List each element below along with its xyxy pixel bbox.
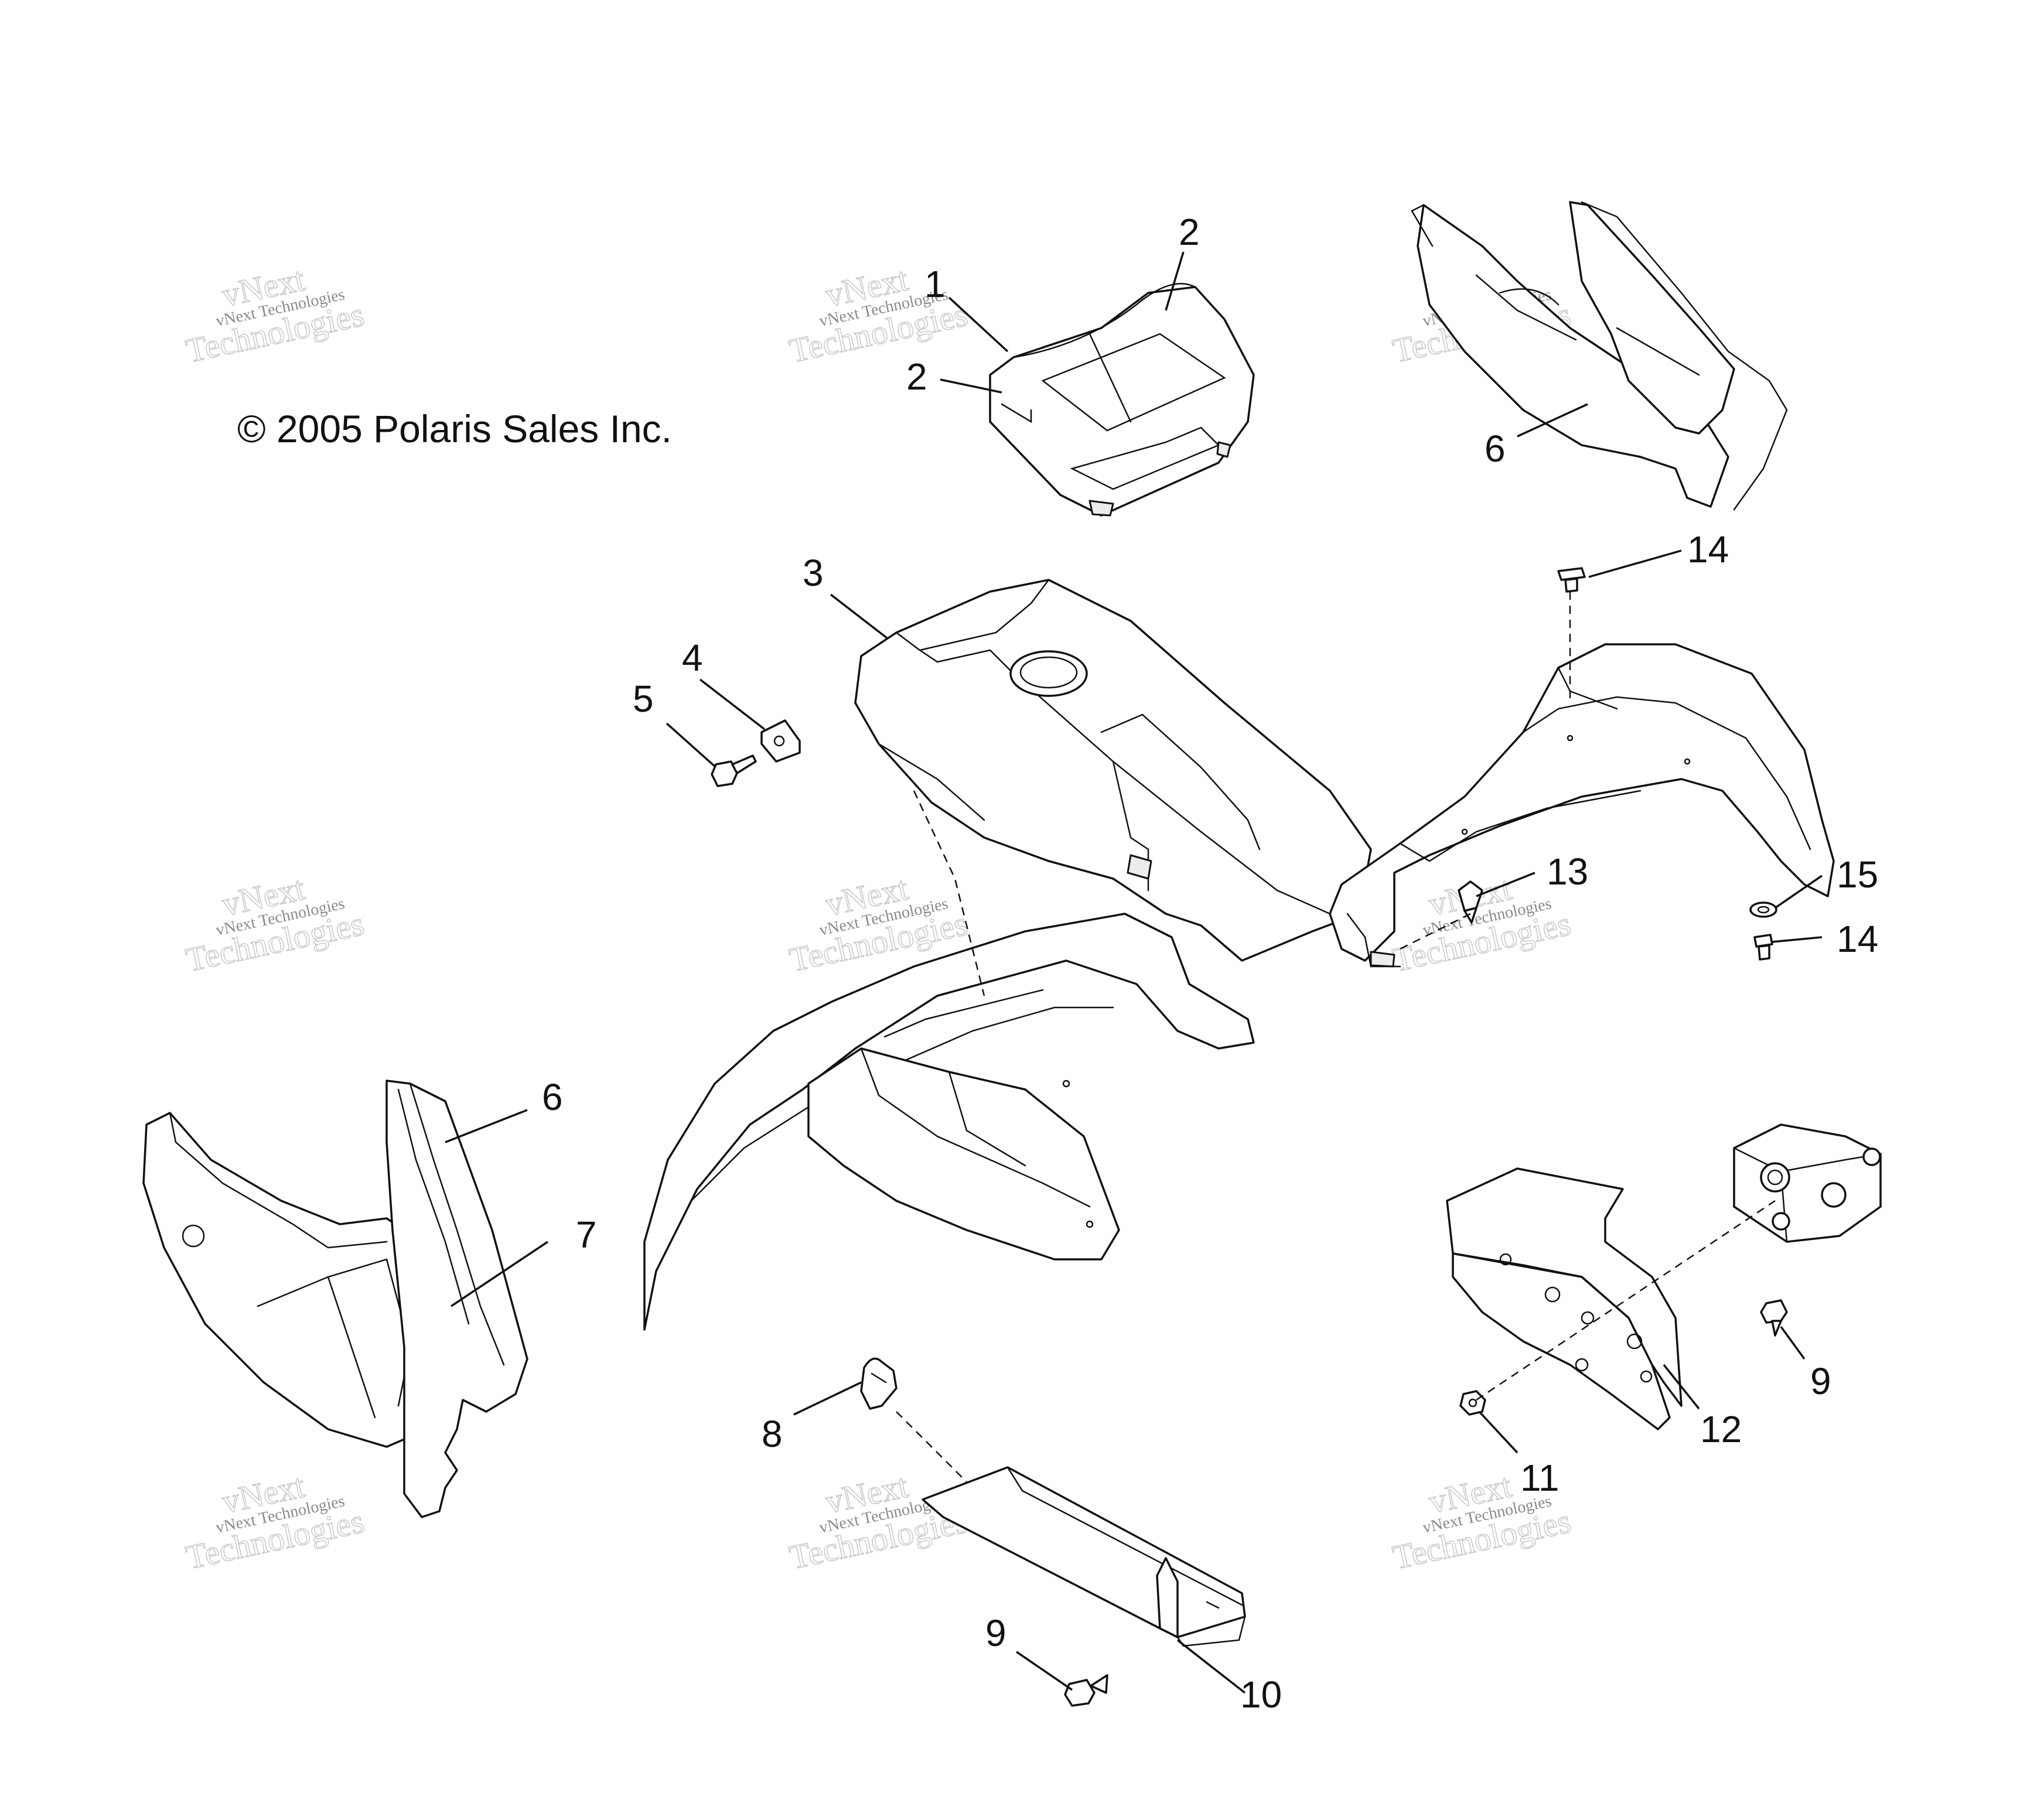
part-screw-9-bottom [1064, 1674, 1108, 1707]
part-push-rivet [860, 1357, 898, 1410]
callout-labels: 1 2 2 3 4 5 6 6 7 8 9 9 10 11 12 13 14 1… [542, 211, 1878, 1716]
part-switch-box [1733, 1123, 1882, 1243]
watermark: vNext vNext Technologies Technologies [1389, 869, 1575, 979]
callout-14-bottom: 14 [1837, 918, 1878, 960]
part-side-cover-top [1411, 201, 1788, 511]
callout-15: 15 [1837, 853, 1878, 896]
watermark: vNext vNext Technologies Technologies [182, 259, 368, 370]
callout-13: 13 [1547, 851, 1588, 893]
callout-1: 1 [924, 263, 946, 305]
callout-2-left: 2 [906, 356, 927, 398]
callout-9-right: 9 [1810, 1360, 1831, 1402]
callout-10: 10 [1240, 1673, 1282, 1716]
callout-12: 12 [1700, 1408, 1742, 1450]
callout-4: 4 [682, 637, 703, 679]
part-screw-14-top [1557, 567, 1586, 593]
callout-9-bottom: 9 [985, 1612, 1006, 1654]
part-screw-5 [711, 754, 757, 787]
part-clip-13 [1458, 880, 1483, 924]
part-clip-nut [760, 719, 801, 763]
part-screw-9-right [1760, 1299, 1788, 1337]
callout-5: 5 [633, 678, 654, 720]
callout-14-top: 14 [1687, 528, 1729, 571]
copyright-notice: © 2005 Polaris Sales Inc. [237, 407, 672, 450]
assembly-lines [896, 592, 1776, 1483]
watermark: vNext vNext Technologies Technologies [182, 1466, 368, 1577]
leader-lines [445, 251, 1823, 1694]
watermark: vNext vNext Technologies Technologies [182, 869, 368, 979]
part-screw-14-bottom [1753, 934, 1773, 961]
watermark: vNext vNext Technologies Technologies [786, 259, 971, 370]
part-headlight-pod [989, 283, 1255, 517]
callout-6-top: 6 [1485, 428, 1506, 470]
callout-3: 3 [803, 552, 824, 594]
part-mount-plate [1446, 1167, 1683, 1430]
callout-8: 8 [762, 1413, 783, 1455]
callout-2-top: 2 [1179, 211, 1200, 253]
callout-6-left: 6 [542, 1076, 563, 1118]
callout-7: 7 [576, 1214, 597, 1256]
part-front-cab-body [643, 579, 1835, 1331]
part-nut-11 [1459, 1390, 1486, 1416]
part-washer-15 [1749, 901, 1777, 918]
callout-11: 11 [1520, 1457, 1559, 1499]
part-bracket [922, 1466, 1246, 1647]
part-side-panel-left [142, 1080, 528, 1518]
